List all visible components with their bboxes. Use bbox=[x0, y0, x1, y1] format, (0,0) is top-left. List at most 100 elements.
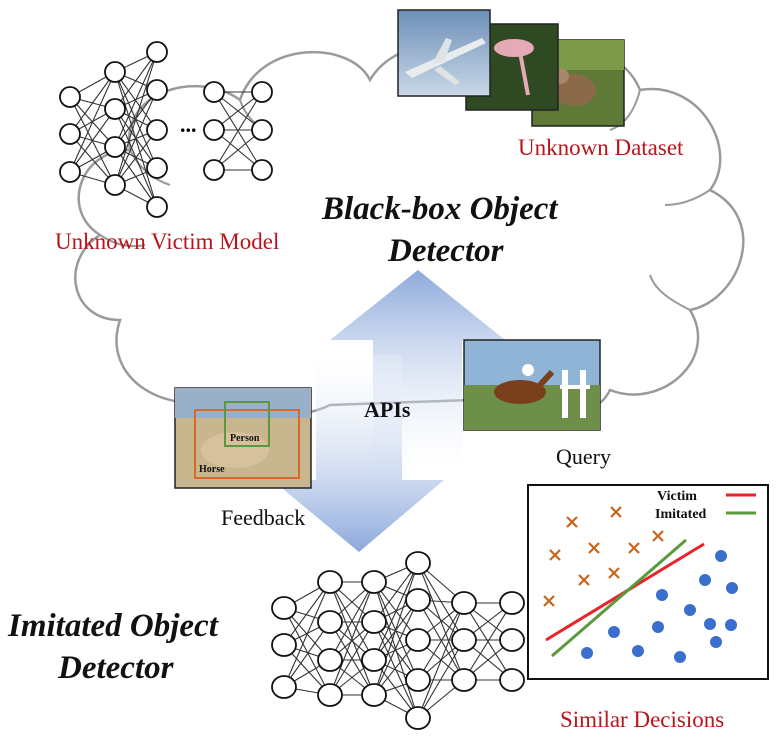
victim-net-edge bbox=[69, 71, 116, 135]
victim-net-edge bbox=[69, 108, 116, 173]
imitated-net-node bbox=[361, 610, 387, 634]
imitated-net-node bbox=[451, 668, 477, 692]
victim-net-edge bbox=[114, 89, 158, 186]
imitated-net-edge bbox=[283, 621, 331, 688]
victim-net-node bbox=[146, 119, 168, 141]
victim-net-node bbox=[251, 81, 273, 103]
victim-net-edge bbox=[114, 71, 158, 131]
victim-net-node bbox=[104, 61, 126, 83]
imitated-net-node bbox=[451, 591, 477, 615]
dot-marker bbox=[674, 651, 686, 663]
cloud-title-line2: Detector bbox=[387, 233, 505, 269]
imitated-net-node bbox=[271, 596, 297, 620]
imitated-net-node bbox=[317, 648, 343, 672]
dot-marker bbox=[608, 626, 620, 638]
victim-net-node bbox=[203, 81, 225, 103]
imitated-net-edge bbox=[283, 607, 331, 696]
victim-net-node bbox=[251, 159, 273, 181]
imitated-net-node bbox=[499, 628, 525, 652]
dot-marker bbox=[725, 619, 737, 631]
imitated-net-node bbox=[317, 570, 343, 594]
imitated-net-node bbox=[317, 683, 343, 707]
imitated-network-icon bbox=[271, 551, 525, 730]
dot-marker bbox=[652, 621, 664, 633]
victim-net-edge bbox=[114, 51, 158, 148]
imitated-net-node bbox=[361, 683, 387, 707]
class-a-crosses bbox=[543, 506, 664, 607]
imitated-net-edge bbox=[329, 581, 375, 661]
legend-imitated-label: Imitated bbox=[655, 507, 707, 522]
imitated-title-line2: Detector bbox=[57, 650, 175, 686]
cross-marker bbox=[628, 542, 640, 554]
feedback-arrow-down bbox=[272, 355, 444, 552]
victim-net-edge bbox=[114, 129, 158, 186]
dot-marker bbox=[715, 550, 727, 562]
dot-marker bbox=[726, 582, 738, 594]
imitated-net-edge bbox=[373, 562, 419, 696]
imitated-boundary-line bbox=[551, 538, 687, 658]
victim-net-node bbox=[104, 174, 126, 196]
imitated-net-edge bbox=[373, 599, 419, 696]
imitated-net-edge bbox=[283, 581, 331, 688]
imitated-net-edge bbox=[329, 621, 375, 696]
victim-net-node bbox=[59, 123, 81, 145]
imitated-title-line1: Imitated Object bbox=[7, 608, 219, 644]
decision-plot: Victim Imitated bbox=[527, 484, 769, 680]
victim-net-edge bbox=[114, 51, 158, 186]
victim-net-node bbox=[251, 119, 273, 141]
dot-marker bbox=[581, 647, 593, 659]
person-box-label: Person bbox=[230, 433, 260, 444]
imitated-net-node bbox=[499, 668, 525, 692]
imitated-net-edge bbox=[329, 581, 375, 696]
similar-decisions-label: Similar Decisions bbox=[560, 707, 724, 732]
cross-marker bbox=[610, 506, 622, 518]
cross-marker bbox=[652, 530, 664, 542]
victim-net-node bbox=[146, 157, 168, 179]
victim-net-node bbox=[146, 79, 168, 101]
feedback-image bbox=[174, 387, 312, 489]
imitated-net-node bbox=[361, 570, 387, 594]
victim-net-node bbox=[146, 196, 168, 218]
horse-box-label: Horse bbox=[199, 464, 225, 475]
imitated-net-node bbox=[271, 675, 297, 699]
imitated-net-edge bbox=[417, 602, 465, 681]
query-label: Query bbox=[556, 444, 611, 469]
cross-marker bbox=[549, 549, 561, 561]
victim-net-node bbox=[146, 41, 168, 63]
victim-net-node bbox=[203, 119, 225, 141]
cross-marker bbox=[588, 542, 600, 554]
dataset-image-airplane bbox=[397, 9, 491, 97]
imitated-net-edge bbox=[417, 639, 465, 719]
feedback-label: Feedback bbox=[221, 505, 305, 530]
victim-net-node bbox=[104, 98, 126, 120]
victim-net-edge bbox=[114, 51, 158, 110]
imitated-net-node bbox=[271, 633, 297, 657]
imitated-net-node bbox=[405, 588, 431, 612]
dot-marker bbox=[656, 589, 668, 601]
victim-net-edge bbox=[213, 91, 263, 171]
victim-net-edge bbox=[114, 71, 158, 208]
imitated-net-node bbox=[405, 668, 431, 692]
dot-marker bbox=[684, 604, 696, 616]
victim-net-node bbox=[59, 86, 81, 108]
dot-marker bbox=[710, 636, 722, 648]
dataset-label: Unknown Dataset bbox=[518, 135, 684, 160]
imitated-net-node bbox=[499, 591, 525, 615]
dot-marker bbox=[632, 645, 644, 657]
imitated-net-node bbox=[405, 706, 431, 730]
legend-victim-label: Victim bbox=[657, 489, 697, 504]
imitated-net-node bbox=[451, 628, 477, 652]
apis-label: APIs bbox=[364, 397, 411, 422]
dot-marker bbox=[699, 574, 711, 586]
victim-model-label: Unknown Victim Model bbox=[55, 229, 279, 254]
imitated-net-node bbox=[317, 610, 343, 634]
cross-marker bbox=[578, 574, 590, 586]
victim-net-node bbox=[203, 159, 225, 181]
cross-marker bbox=[608, 567, 620, 579]
victim-network-icon bbox=[59, 41, 273, 218]
imitated-net-edge bbox=[373, 562, 419, 623]
imitated-net-edge bbox=[283, 581, 331, 646]
victim-net-node bbox=[104, 136, 126, 158]
query-image bbox=[463, 339, 601, 431]
